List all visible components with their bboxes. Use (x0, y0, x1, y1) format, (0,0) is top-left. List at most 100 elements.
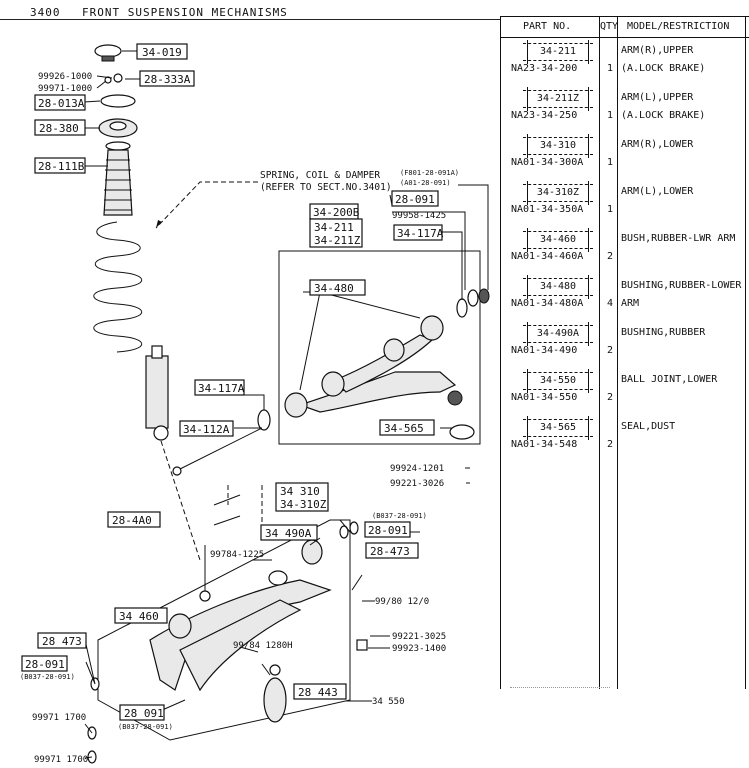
damper-eye-part (153, 425, 169, 441)
callout-34-117a-left: 34-117A (198, 382, 245, 395)
quantity: 2 (606, 251, 614, 262)
ball-stud-part (447, 390, 463, 406)
page-header: 3400 FRONT SUSPENSION MECHANISMS (0, 0, 749, 20)
strut-assembly (93, 44, 169, 441)
description: ARM(L),UPPER (621, 92, 694, 103)
description: ARM(L),LOWER (621, 186, 694, 197)
callout-boxes: 34-019 28-333A 28-013A 28-380 28-111B 34… (21, 43, 444, 721)
lower-arm-assembly (87, 494, 368, 764)
callout-box-34-019 (136, 43, 188, 60)
callout-34-112a: 34-112A (183, 423, 230, 436)
description: BUSH,RUBBER-LWR ARM (621, 233, 736, 244)
description: ARM(R),UPPER (621, 45, 694, 56)
callout-box-28-091-left (21, 655, 68, 672)
header-rule (0, 19, 500, 20)
part-code: NA01-34-460A (511, 251, 584, 262)
callout-box-28-091-mid (364, 521, 411, 538)
callout-box-34-565 (379, 419, 435, 436)
description: BUSHING,RUBBER (621, 327, 706, 338)
washer-mid-1 (339, 525, 349, 539)
label-f801-2: (A01-28-091) (400, 179, 451, 187)
callout-34-310z: 34-310Z (280, 498, 327, 511)
part-code: NA01-34-350A (511, 204, 584, 215)
header-qty: QTY (600, 21, 619, 32)
ball-joint-stud (269, 664, 281, 676)
part-code: NA01-34-490 (511, 345, 578, 356)
header-part-no: PART NO. (523, 21, 572, 32)
description-sub: (A.LOCK BRAKE) (621, 63, 706, 74)
description: BUSHING,RUBBER-LOWER (621, 280, 742, 291)
callout-34-019: 34-019 (142, 46, 182, 59)
bolt-99784-head (199, 590, 211, 602)
label-f801-1: (F801-28-091A) (400, 169, 459, 177)
bolt-part (177, 427, 263, 471)
callout-box-34-112a (179, 420, 234, 437)
callout-box-34-117a-top (393, 224, 443, 241)
boxed-part-number: 34-490A (523, 322, 593, 346)
part-code: NA01-34-550 (511, 392, 578, 403)
table-footer-rule (510, 687, 610, 688)
boot-ribs (104, 159, 132, 211)
quantity: 1 (606, 63, 614, 74)
callout-box-28-4a0 (107, 511, 161, 528)
boxed-part-number: 34-460 (523, 228, 593, 252)
callout-28-4a0: 28-4A0 (112, 514, 152, 527)
callout-34-200b: 34-200B (313, 206, 360, 219)
bolt-28-4a0-a (213, 494, 241, 506)
header-model: MODEL/RESTRICTION (627, 21, 730, 32)
part-code: NA01-34-548 (511, 439, 578, 450)
description: BALL JOINT,LOWER (621, 374, 718, 385)
quantity: 1 (606, 204, 614, 215)
nut-99923-part (356, 639, 368, 651)
upper-arm-frame (278, 250, 481, 445)
quantity: 4 (606, 298, 614, 309)
label-99923: 99923-1400 (392, 644, 446, 654)
description: ARM(R),LOWER (621, 139, 694, 150)
label-b037-bot: (B037-28-091) (118, 723, 173, 731)
callout-28-380: 28-380 (39, 122, 79, 135)
callout-box-34-310 (275, 482, 329, 512)
callout-28-473-mid: 28-473 (370, 545, 410, 558)
bumper-top (105, 141, 131, 151)
upper-bush-3 (383, 338, 405, 362)
quantity: 2 (606, 439, 614, 450)
upper-bush-4 (420, 315, 444, 341)
label-99924: 99924-1201 (390, 464, 444, 474)
callout-28-443: 28 443 (298, 686, 338, 699)
spacer-upper (467, 289, 479, 307)
boot-part (103, 149, 133, 216)
label-spring-1: SPRING, COIL & DAMPER (260, 170, 380, 181)
upper-bush-1 (284, 392, 308, 418)
boxed-part-number: 34-480 (523, 275, 593, 299)
label-99971-top: 99971-1000 (38, 84, 92, 94)
lower-arm-web (179, 599, 302, 692)
lower-arm-frame (97, 519, 351, 741)
callout-34-490a: 34 490A (265, 527, 312, 540)
col-divider-1 (599, 17, 600, 689)
label-99221-mid: 99221-3026 (390, 479, 444, 489)
boxed-part-number: 34-211 (523, 40, 593, 64)
nut-upper (478, 288, 490, 304)
callout-34-460: 34 460 (119, 610, 159, 623)
callout-box-28-380 (34, 119, 86, 136)
boxed-part-number: 34-550 (523, 369, 593, 393)
callout-34-211z: 34-211Z (314, 234, 361, 247)
quantity: 1 (606, 110, 614, 121)
callout-34-310: 34 310 (280, 485, 320, 498)
label-99784-2: 99/84 1280H (233, 641, 293, 651)
boxed-part-number: 34-310Z (523, 181, 593, 205)
callout-box-28-333a (139, 70, 195, 87)
callout-28-091-mid: 28-091 (368, 524, 408, 537)
part-code: NA01-34-480A (511, 298, 584, 309)
washer-34-117a-part (257, 409, 271, 431)
callout-28-013a: 28-013A (38, 97, 85, 110)
spring-arrow (156, 220, 162, 228)
mount-center (109, 121, 127, 131)
